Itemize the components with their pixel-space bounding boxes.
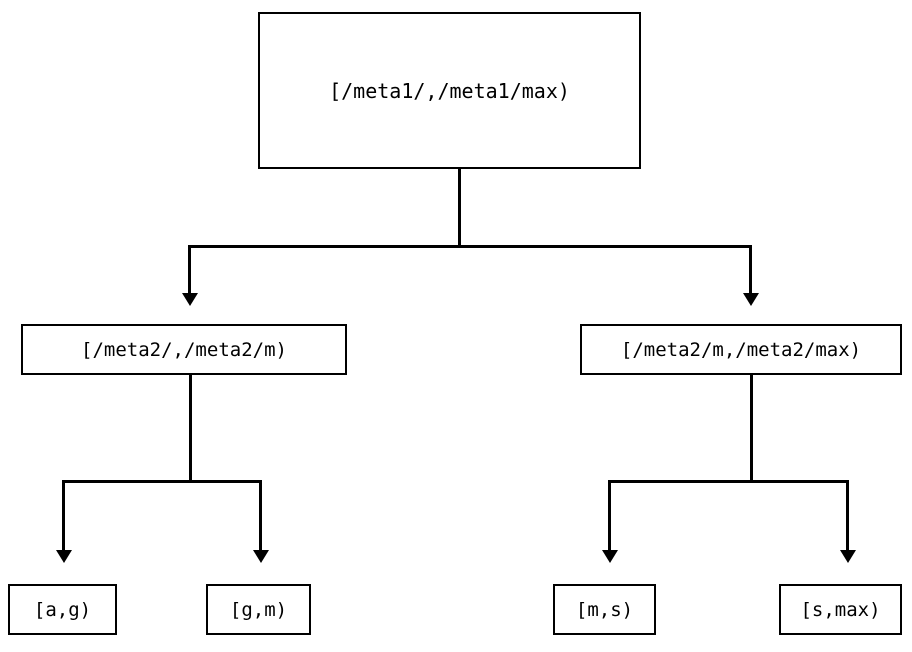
- edge-mid-right-crossbar: [609, 480, 849, 483]
- node-root[interactable]: [/meta1/,/meta1/max): [258, 12, 641, 169]
- node-leaf-a-g[interactable]: [a,g): [8, 584, 117, 635]
- edge-mid-left-to-leaf-g-m: [259, 480, 262, 552]
- node-leaf-s-max[interactable]: [s,max): [779, 584, 902, 635]
- arrowhead-mid-right-to-leaf-m-s-icon: [602, 550, 618, 563]
- node-mid-left[interactable]: [/meta2/,/meta2/m): [21, 324, 347, 375]
- arrowhead-root-to-mid-right-icon: [743, 293, 759, 306]
- edge-mid-right-to-leaf-m-s: [608, 480, 611, 552]
- edge-root-to-mid-right: [749, 245, 752, 295]
- edge-root-to-mid-left: [188, 245, 191, 295]
- arrowhead-root-to-mid-left-icon: [182, 293, 198, 306]
- edge-mid-right-to-leaf-s-max: [846, 480, 849, 552]
- edge-mid-left-to-leaf-a-g: [62, 480, 65, 552]
- node-leaf-g-m[interactable]: [g,m): [206, 584, 311, 635]
- arrowhead-mid-right-to-leaf-s-max-icon: [840, 550, 856, 563]
- edge-mid-left-stem: [189, 375, 192, 482]
- node-leaf-m-s[interactable]: [m,s): [553, 584, 656, 635]
- arrowhead-mid-left-to-leaf-a-g-icon: [56, 550, 72, 563]
- edge-root-crossbar: [189, 245, 751, 248]
- edge-mid-right-stem: [750, 375, 753, 482]
- arrowhead-mid-left-to-leaf-g-m-icon: [253, 550, 269, 563]
- edge-mid-left-crossbar: [63, 480, 262, 483]
- node-mid-right[interactable]: [/meta2/m,/meta2/max): [580, 324, 902, 375]
- edge-root-stem: [458, 168, 461, 247]
